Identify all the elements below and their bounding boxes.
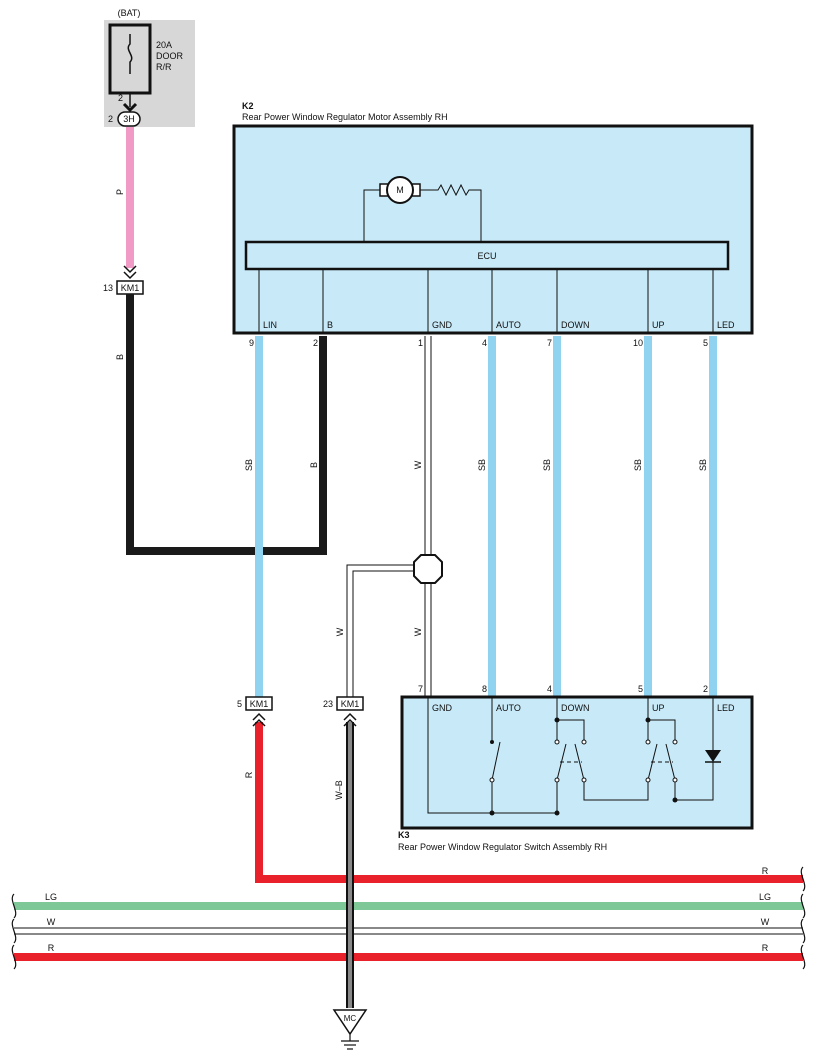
- bus-label-r-right: R: [762, 943, 769, 953]
- resistor-icon: [420, 183, 482, 241]
- fuse-name-line1: DOOR: [156, 51, 184, 61]
- k2-pin-b: 2: [313, 338, 318, 348]
- led-icon: [705, 750, 721, 762]
- k3-terminal-down: DOWN: [561, 703, 590, 713]
- chevron-up-icon: [343, 712, 357, 727]
- connector-km1-left-id: KM1: [250, 699, 269, 709]
- wire-label-p: P: [115, 189, 125, 195]
- wire-label-sb-down: SB: [542, 459, 552, 471]
- wire-label-w-gnd: W: [413, 460, 423, 469]
- bus-label-w-right: W: [761, 917, 770, 927]
- wire-red-feed: [255, 722, 803, 883]
- ground-label: MC: [344, 1014, 357, 1023]
- connector-km1-mid-id: KM1: [341, 699, 360, 709]
- k2-pin-lin: 9: [249, 338, 254, 348]
- k2-pin-down: 7: [547, 338, 552, 348]
- wires-white: [346, 336, 432, 697]
- k3-switch-assembly: GND AUTO DOWN UP LED: [398, 695, 754, 852]
- k3-pin-gnd: 7: [418, 684, 423, 694]
- connector-3h-pin: 2: [108, 114, 113, 124]
- k2-terminal-auto: AUTO: [496, 320, 521, 330]
- chevron-up-icon: [252, 712, 266, 727]
- motor-icon: [386, 176, 414, 204]
- connector-3h-id: 3H: [123, 114, 135, 124]
- ecu-box: [244, 240, 730, 271]
- fuse-pin: 2: [118, 93, 123, 103]
- wires-sky-blue: [255, 336, 717, 697]
- bus-label-lg-right: LG: [759, 892, 771, 902]
- k3-pin-up: 5: [638, 684, 643, 694]
- fuse-rating: 20A: [156, 40, 172, 50]
- k2-pin-auto: 4: [482, 338, 487, 348]
- connector-3h: [117, 111, 141, 127]
- k2-code: K2: [242, 101, 254, 111]
- wire-label-b-right: B: [309, 462, 319, 468]
- k2-terminal-led: LED: [717, 320, 735, 330]
- k2-name: Rear Power Window Regulator Motor Assemb…: [242, 112, 448, 122]
- k3-name: Rear Power Window Regulator Switch Assem…: [398, 842, 607, 852]
- k2-motor-assembly: K2 Rear Power Window Regulator Motor Ass…: [232, 101, 754, 335]
- k3-pin-led: 2: [703, 684, 708, 694]
- k2-pin-gnd: 1: [418, 338, 423, 348]
- fuse-source: (BAT): [118, 8, 141, 18]
- connector-km1-mid: [336, 696, 364, 711]
- k2-terminal-lin: LIN: [263, 320, 277, 330]
- wire-label-w-right: W: [413, 627, 423, 636]
- motor-label: M: [396, 185, 404, 195]
- k2-pin-led: 5: [703, 338, 708, 348]
- k2-pin-up: 10: [633, 338, 643, 348]
- k3-terminal-auto: AUTO: [496, 703, 521, 713]
- wire-label-r-left: R: [244, 771, 254, 778]
- wire-label-sb-auto: SB: [477, 459, 487, 471]
- ground-point: MC: [332, 1009, 368, 1050]
- bus-label-r-left: R: [48, 943, 55, 953]
- k2-terminal-gnd: GND: [432, 320, 453, 330]
- k3-terminal-up: UP: [652, 703, 665, 713]
- bus-lines: [14, 902, 803, 961]
- ecu-label: ECU: [477, 251, 496, 261]
- bus-label-r-top-right: R: [762, 866, 769, 876]
- k3-terminal-gnd: GND: [432, 703, 453, 713]
- connector-km1-left-pin: 5: [237, 699, 242, 709]
- connector-km1-top-id: KM1: [121, 283, 140, 293]
- wire-label-b-left: B: [115, 354, 125, 360]
- k3-pin-auto: 8: [482, 684, 487, 694]
- connector-km1-mid-pin: 23: [323, 699, 333, 709]
- wire-label-w-left: W: [335, 627, 345, 636]
- bus-break-marks: [11, 866, 806, 970]
- k2-terminal-up: UP: [652, 320, 665, 330]
- connector-km1-left: [245, 696, 273, 711]
- splice-junction: [413, 554, 443, 584]
- k2-terminal-down: DOWN: [561, 320, 590, 330]
- wire-black: [126, 294, 327, 555]
- bus-label-w-left: W: [47, 917, 56, 927]
- wire-label-sb-lin: SB: [244, 459, 254, 471]
- wire-label-sb-up: SB: [633, 459, 643, 471]
- chevron-down-icon: [122, 102, 138, 113]
- k2-terminal-b: B: [327, 320, 333, 330]
- k3-pin-down: 4: [547, 684, 552, 694]
- chevron-down-icon: [123, 265, 137, 280]
- k3-code: K3: [398, 830, 410, 840]
- fuse-block: (BAT) 20A DOOR R/R 2 3H 2: [104, 8, 195, 127]
- fuse-name-line2: R/R: [156, 62, 172, 72]
- fuse-icon: [127, 34, 133, 74]
- bus-label-lg-left: LG: [45, 892, 57, 902]
- k3-terminal-led: LED: [717, 703, 735, 713]
- wire-label-sb-led: SB: [698, 459, 708, 471]
- connector-km1-top-pin: 13: [103, 283, 113, 293]
- wire-label-w-b: W–B: [334, 780, 344, 800]
